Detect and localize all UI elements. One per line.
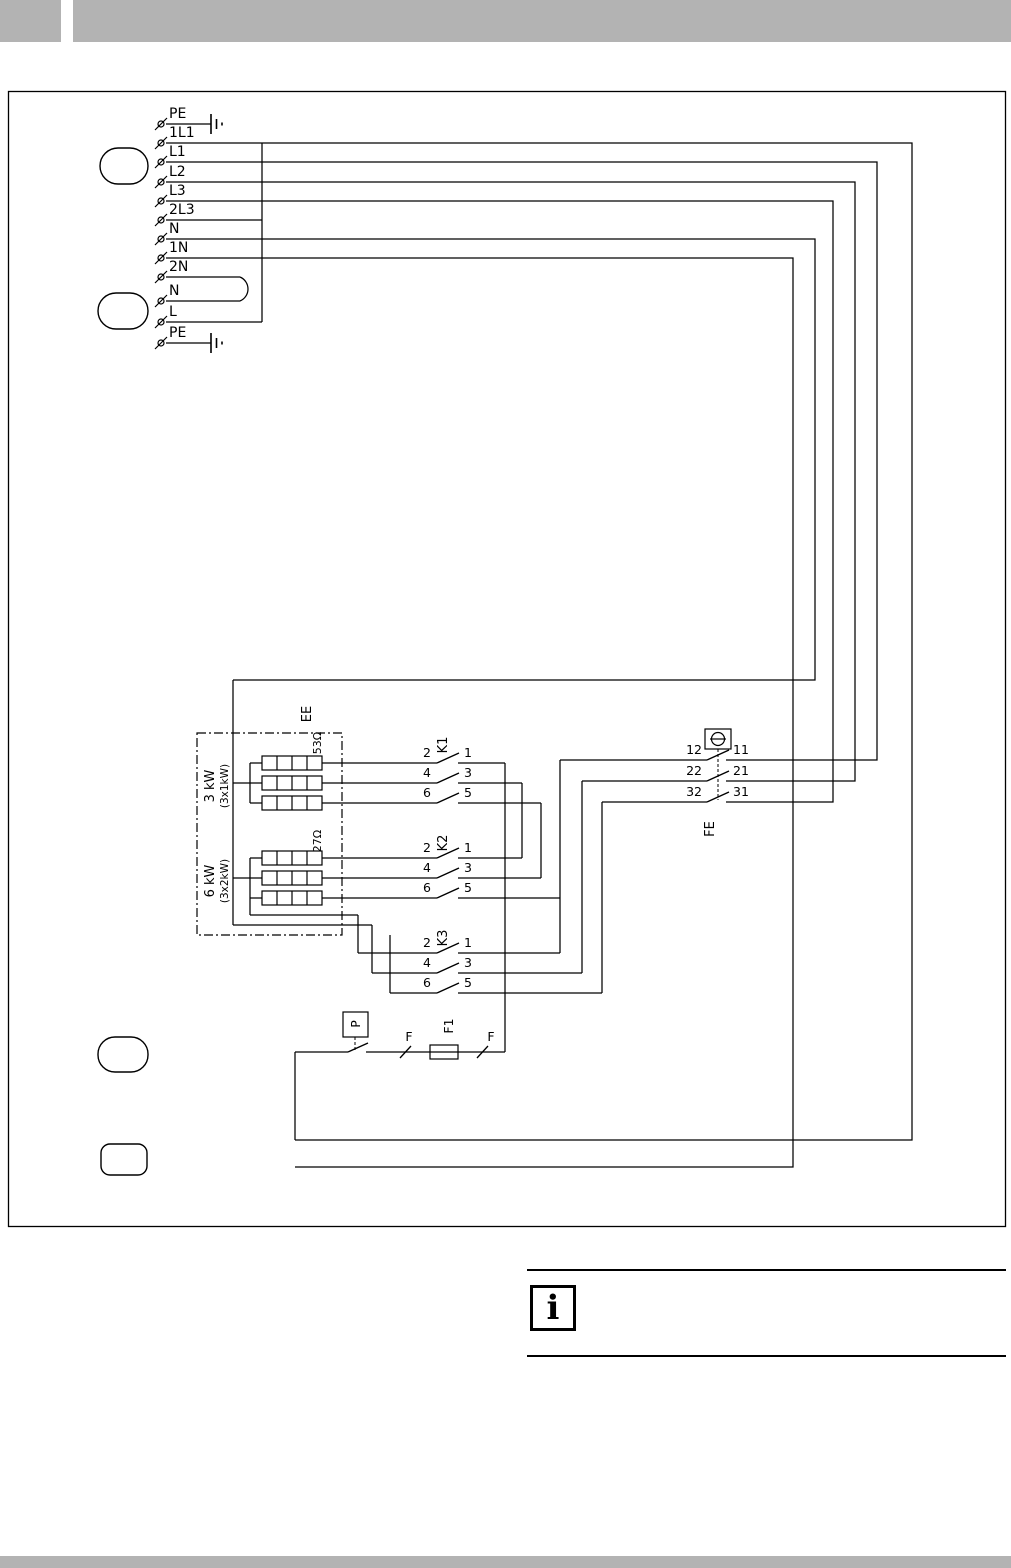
terminal-label: N (169, 283, 179, 299)
diagram-frame (7, 90, 1007, 1228)
terminal-label: N (169, 221, 179, 237)
contact-number: 21 (733, 763, 749, 778)
terminal-label: L (169, 304, 177, 320)
terminal-label: L2 (169, 164, 186, 180)
contact-number: 6 (423, 785, 431, 800)
contact-number: 4 (423, 955, 431, 970)
terminal-label: L3 (169, 183, 186, 199)
header-corner-block (0, 0, 61, 42)
terminal-labels: PE 1L1 L1 L2 L3 2L3 N 1N 2N N L PE (169, 106, 195, 341)
contactor-K3: K3 2 1 4 3 6 5 (423, 930, 472, 990)
contactor-label: K1 (436, 737, 451, 754)
contact-number: 1 (464, 840, 472, 855)
supply-wires (166, 123, 913, 1168)
terminal-slashes (154, 117, 168, 350)
contact-number: 1 (464, 745, 472, 760)
contactor-K1: K1 2 1 4 3 6 5 (423, 737, 472, 800)
heater-labels: EE 3 kW (3x1kW) 53Ω 6 kW (3x2kW) 27Ω (203, 706, 324, 903)
fuse-terminal-label: F (487, 1029, 494, 1044)
header-title-bar (73, 0, 1011, 42)
control-circuit: P F F F1 (294, 1011, 505, 1140)
contact-number: 5 (464, 975, 472, 990)
terminal-label: 2L3 (169, 202, 195, 218)
contact-number: 3 (464, 765, 472, 780)
pressure-switch-label: P (348, 1020, 363, 1028)
terminal-label: PE (169, 106, 186, 122)
heater-config-label: (3x2kW) (219, 859, 231, 903)
terminal-screw-icons (154, 117, 168, 350)
contact-number: 2 (423, 935, 431, 950)
note-rule-top (527, 1269, 1006, 1271)
contact-number: 12 (686, 742, 702, 757)
callout-3 (97, 1036, 149, 1073)
contact-number: 2 (423, 840, 431, 855)
contactor-right-leads (458, 759, 707, 1052)
terminal-label: PE (169, 325, 186, 341)
contactor-label: K2 (436, 835, 451, 852)
contact-number: 32 (686, 784, 702, 799)
terminal-label: 2N (169, 259, 188, 275)
callout-1 (99, 147, 149, 185)
disconnect-marks (399, 1045, 489, 1059)
contact-number: 2 (423, 745, 431, 760)
callouts (97, 147, 149, 1176)
fuse-icon (429, 1044, 459, 1060)
contactor-label: K3 (436, 930, 451, 947)
fuse-terminal-label: F (405, 1029, 412, 1044)
contact-number: 11 (733, 742, 749, 757)
limiter-FE: FE 12 11 22 21 32 31 (686, 728, 749, 837)
heater-resistance-label: 53Ω (311, 732, 324, 754)
contact-number: 5 (464, 785, 472, 800)
contact-number: 4 (423, 765, 431, 780)
contact-number: 4 (423, 860, 431, 875)
contactor-left-leads (322, 762, 437, 994)
contact-number: 3 (464, 955, 472, 970)
heater-box-label: EE (300, 706, 315, 722)
switch-blades (347, 749, 730, 1053)
heating-elements (261, 755, 323, 906)
pressure-switch-box (342, 1011, 369, 1038)
heater-power-label: 3 kW (203, 769, 218, 802)
info-icon-glyph: i (546, 1288, 560, 1328)
heater-element-dividers (276, 756, 308, 905)
heater-resistance-label: 27Ω (311, 830, 324, 852)
heater-config-label: (3x1kW) (219, 764, 231, 808)
contact-number: 1 (464, 935, 472, 950)
terminal-label: 1L1 (169, 125, 195, 141)
fuse-label: F1 (441, 1018, 456, 1033)
contact-number: 5 (464, 880, 472, 895)
earth-ground-icon (210, 114, 223, 353)
info-icon: i (530, 1285, 576, 1331)
contact-number: 3 (464, 860, 472, 875)
contact-number: 6 (423, 880, 431, 895)
contact-number: 6 (423, 975, 431, 990)
terminal-label: L1 (169, 144, 186, 160)
heater-box-outline (196, 732, 343, 936)
terminal-label: 1N (169, 240, 188, 256)
limiter-label: FE (703, 821, 718, 837)
contact-number: 22 (686, 763, 702, 778)
contactor-K2: K2 2 1 4 3 6 5 (423, 835, 472, 895)
callout-2 (97, 292, 149, 330)
control-wires (294, 1051, 505, 1140)
heater-power-label: 6 kW (203, 864, 218, 897)
callout-4 (100, 1143, 148, 1176)
note-rule-bottom (527, 1355, 1006, 1357)
contact-number: 31 (733, 784, 749, 799)
heater-internal-wires (232, 680, 391, 993)
footer-bar (0, 1556, 1011, 1568)
